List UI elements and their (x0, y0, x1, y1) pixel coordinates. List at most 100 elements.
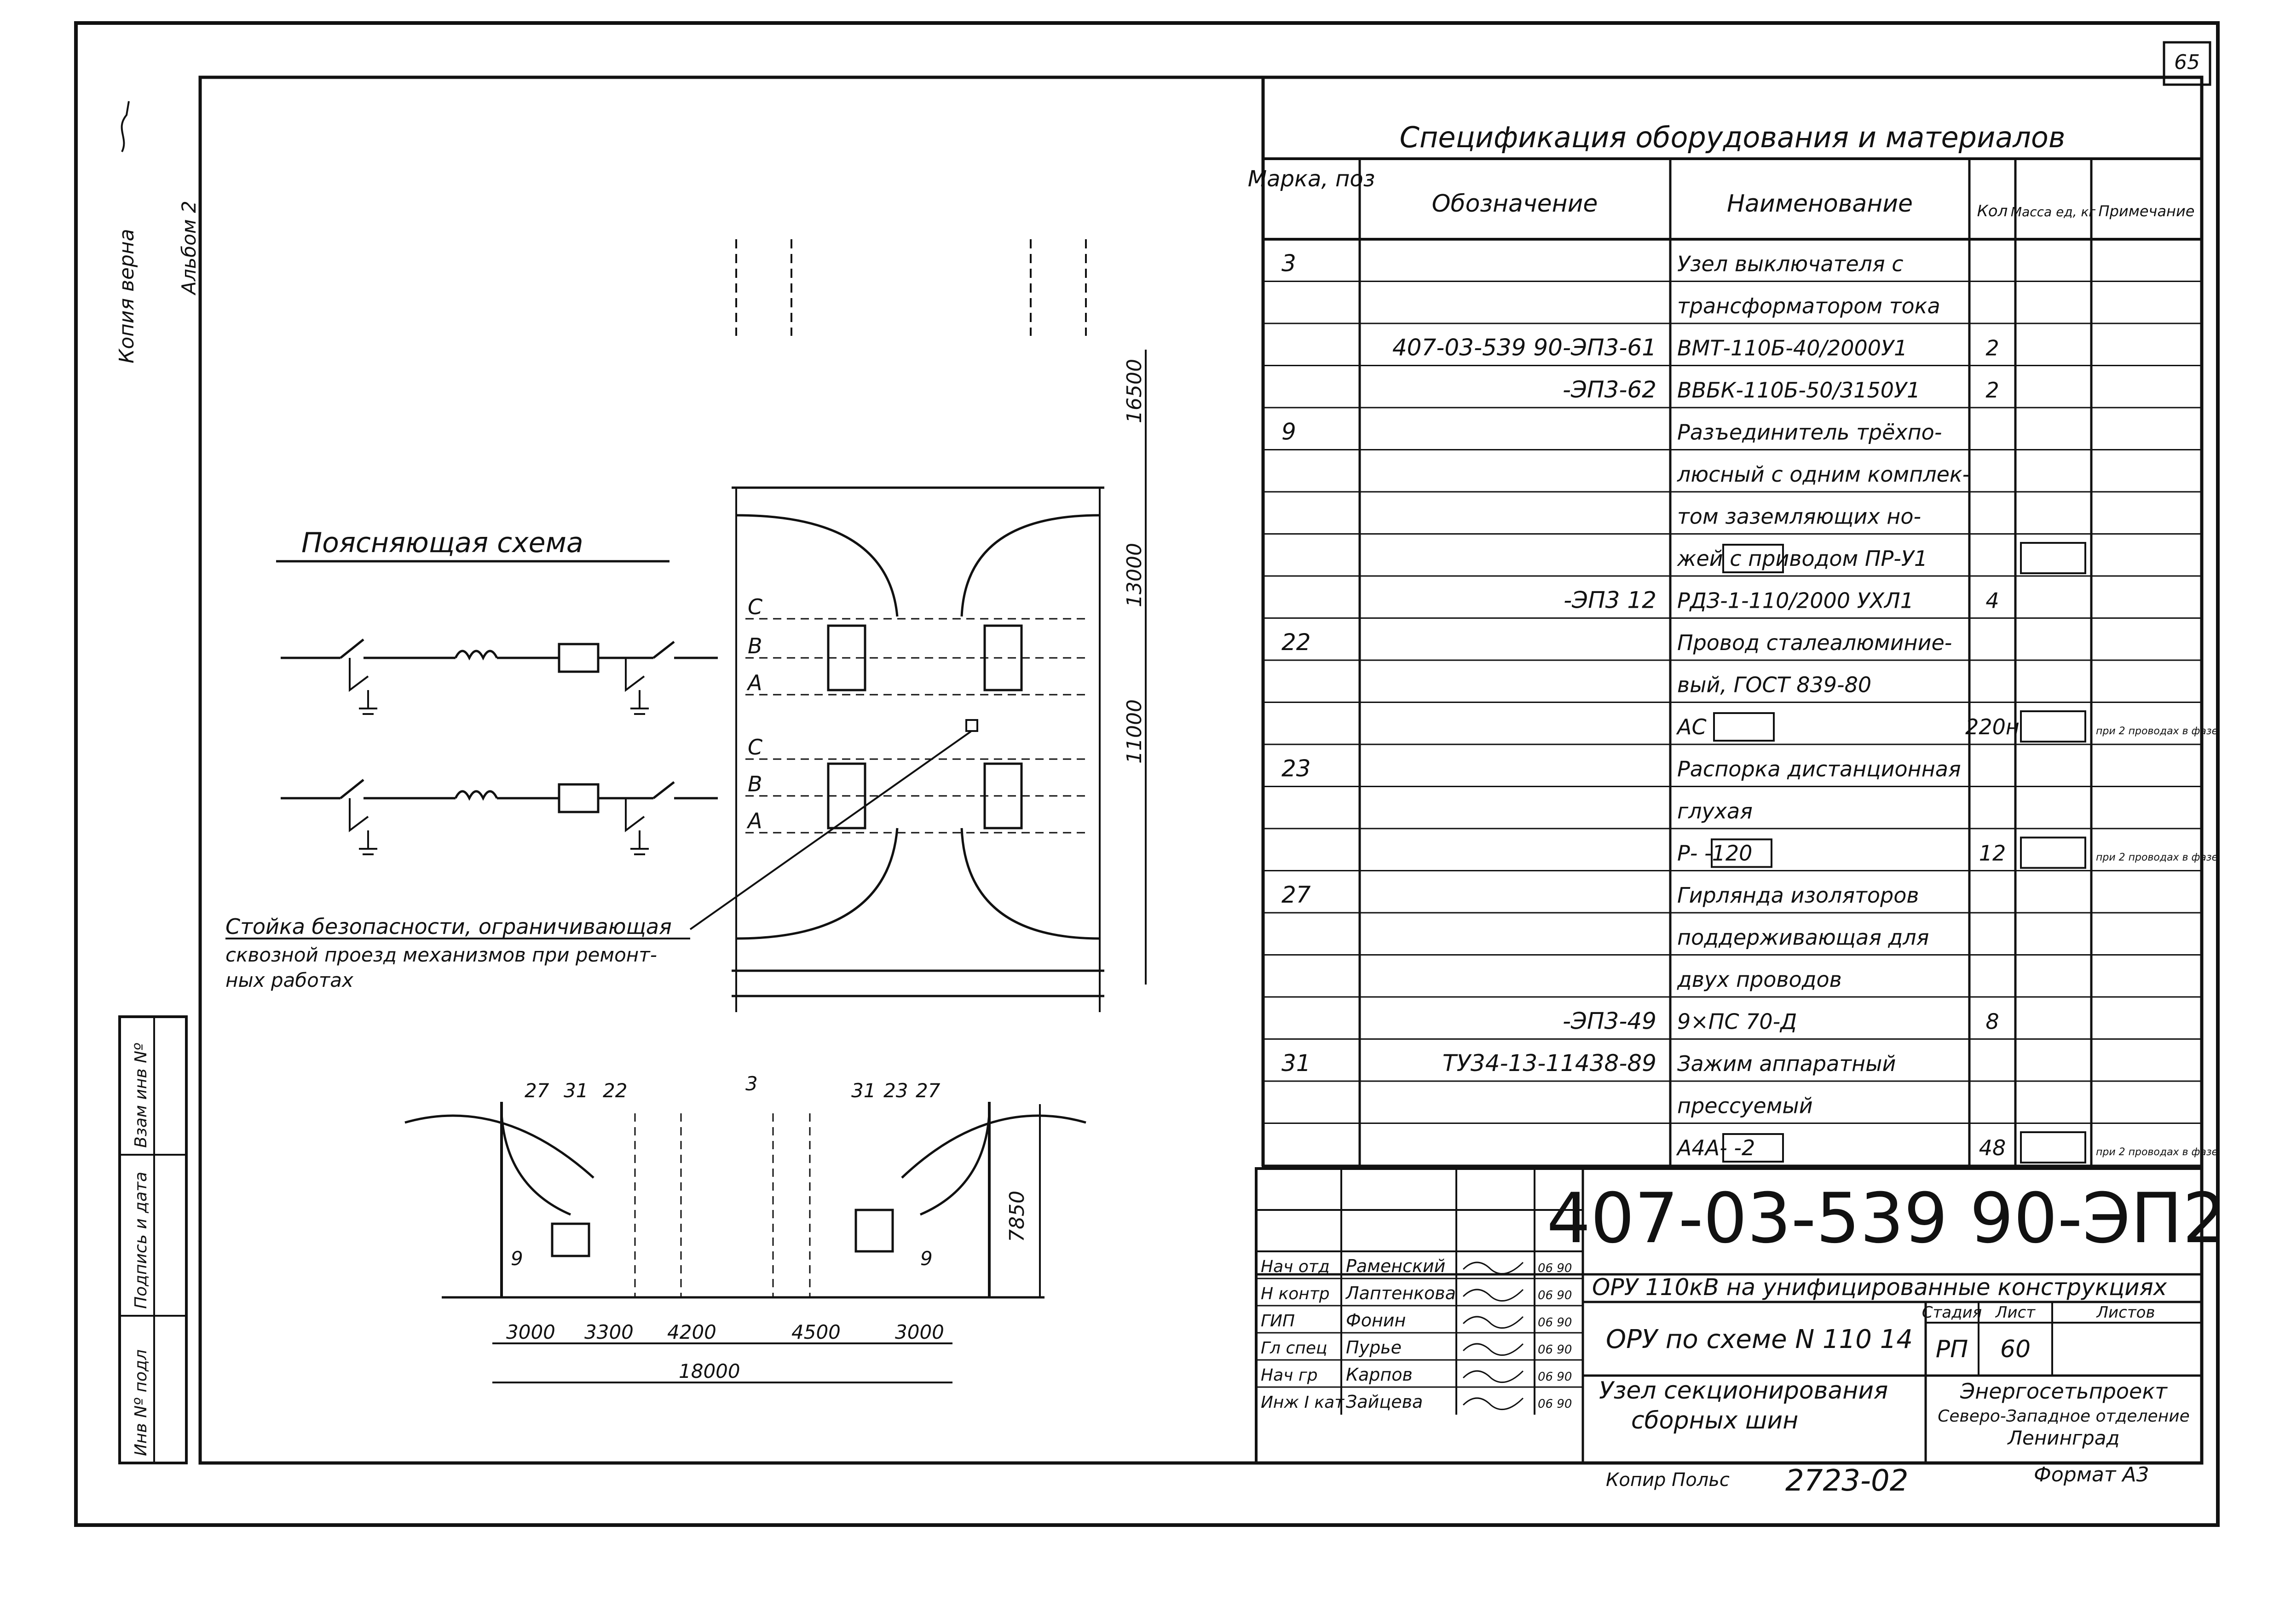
spec-cell-name: люсный с одним комплек- (1677, 462, 1970, 487)
copy-signature (121, 101, 130, 152)
scan-number: 2723-02 (1785, 1464, 1908, 1498)
spec-cell-name: ВМТ-110Б-40/2000У1 (1677, 336, 1907, 361)
spec-cell-name: жей с приводом ПР-У1 (1677, 546, 1927, 571)
phase-c-upper: С (748, 594, 762, 619)
spec-header-pos: Марка, поз (1248, 166, 1375, 192)
blank-box (1713, 712, 1775, 742)
staff-date: 06 90 (1538, 1289, 1572, 1302)
spec-cell-pos: 9 (1281, 419, 1296, 445)
spec-header-note: Примечание (2099, 202, 2195, 220)
spec-row: трансформатором тока (1677, 294, 1940, 318)
staff-name: Карпов (1346, 1365, 1413, 1385)
staff-date: 06 90 (1538, 1343, 1572, 1357)
staff-date: 06 90 (1538, 1370, 1572, 1384)
blank-box (1722, 1133, 1784, 1163)
spec-cell-designation: -ЭП3 12 (1564, 587, 1656, 614)
section-label-31-right: 31 (851, 1079, 876, 1102)
spec-header-name: Наименование (1727, 190, 1913, 218)
spec-cell-qty: 12 (1979, 841, 2006, 866)
phase-b-upper: В (748, 633, 762, 658)
mass-blank-box (2020, 836, 2086, 869)
sheet-label: Лист (1995, 1303, 2036, 1322)
staff-role: Нач отд (1261, 1257, 1330, 1276)
margin-stamp (118, 1015, 188, 1464)
sheet-format: Формат А3 (2034, 1463, 2149, 1486)
sheets-label: Листов (2095, 1303, 2155, 1322)
spec-cell-designation: ТУ34-13-11438-89 (1443, 1050, 1656, 1077)
sheet-name-line-1: Узел секционирования (1599, 1377, 1888, 1405)
page-number: 65 (2174, 51, 2200, 74)
staff-role: ГИП (1261, 1312, 1295, 1330)
spec-cell-pos: 22 (1281, 629, 1311, 656)
spec-cell-name: вый, ГОСТ 839-80 (1677, 673, 1871, 697)
spec-row: 407-03-539 90-ЭП3-61 ВМТ-110Б-40/2000У1 2 (1392, 334, 1999, 361)
section-label-27-right: 27 (916, 1079, 941, 1102)
spec-cell-qty: 8 (1985, 1009, 1999, 1034)
safety-note-line-2: сквозной проезд механизмов при ремонт- (225, 944, 657, 966)
section-span-4: 4500 (791, 1321, 841, 1343)
sheet-value: 60 (2000, 1336, 2031, 1363)
section-span-2: 3300 (584, 1321, 634, 1343)
section-label-31-left: 31 (564, 1079, 588, 1102)
project-title: ОРУ 110кВ на унифицированные конструкция… (1592, 1274, 2167, 1301)
section-label-23: 23 (883, 1079, 908, 1102)
spec-cell-name: Зажим аппаратный (1677, 1051, 1896, 1076)
section-span-5: 3000 (895, 1321, 944, 1343)
staff-name: Раменский (1346, 1256, 1445, 1276)
section-span-1: 3000 (506, 1321, 555, 1343)
spec-row: 9 Разъединитель трёхпо- (1281, 419, 1942, 445)
mass-blank-box (2020, 1131, 2086, 1163)
spec-cell-name: прессуемый (1677, 1094, 1813, 1118)
spec-cell-designation: 407-03-539 90-ЭП3-61 (1392, 334, 1656, 361)
signature-mark (1462, 1289, 1524, 1302)
staff-name: Зайцева (1346, 1392, 1423, 1412)
sheet-name-line-2: сборных шин (1631, 1407, 1798, 1434)
spec-title: Спецификация оборудования и материалов (1400, 121, 2066, 154)
scan-note: Копир Польс (1606, 1469, 1730, 1491)
signature-mark (1462, 1370, 1524, 1383)
safety-note-line-3: ных работах (225, 969, 354, 991)
spec-cell-designation: -ЭП3-49 (1563, 1008, 1656, 1035)
section-label-22: 22 (603, 1079, 627, 1102)
drawing-code: 407-03-539 90-ЭП2 (1547, 1179, 2226, 1259)
section-total: 18000 (679, 1360, 740, 1382)
staff-role: Инж I кат (1261, 1393, 1345, 1412)
dim-16500: 16500 (1123, 359, 1146, 423)
spec-cell-name: ВВБК-110Б-50/3150У1 (1677, 378, 1920, 403)
section-view (404, 1102, 1086, 1383)
dim-13000: 13000 (1123, 543, 1146, 607)
spec-cell-qty: 2 (1985, 336, 1999, 361)
staff-name: Пурье (1346, 1337, 1402, 1358)
section-label-9-right: 9 (920, 1247, 933, 1270)
spec-cell-name: АС (1676, 714, 1707, 739)
organization-branch: Северо-Западное отделение (1938, 1407, 2190, 1426)
spec-cell-name: 9×ПС 70-Д (1677, 1009, 1797, 1034)
spec-cell-name: Р- -120 (1677, 841, 1752, 866)
phase-a-lower: А (746, 808, 762, 833)
scheme-title: ОРУ по схеме N 110 14 (1606, 1325, 1913, 1354)
phase-a-upper: А (746, 670, 762, 695)
spec-cell-name: Разъединитель трёхпо- (1677, 420, 1942, 445)
section-label-9-left: 9 (511, 1247, 523, 1270)
spec-cell-name: глухая (1677, 799, 1753, 824)
staff-role: Нач гр (1261, 1366, 1318, 1385)
spec-cell-name: двух проводов (1677, 967, 1842, 992)
spec-cell-name: РДЗ-1-110/2000 УХЛ1 (1677, 588, 1914, 613)
spec-cell-pos: 3 (1281, 250, 1296, 277)
margin-field-inventory: Инв Nº подл (132, 1349, 150, 1456)
blank-box (1722, 544, 1784, 573)
page-number-box (2163, 41, 2211, 86)
